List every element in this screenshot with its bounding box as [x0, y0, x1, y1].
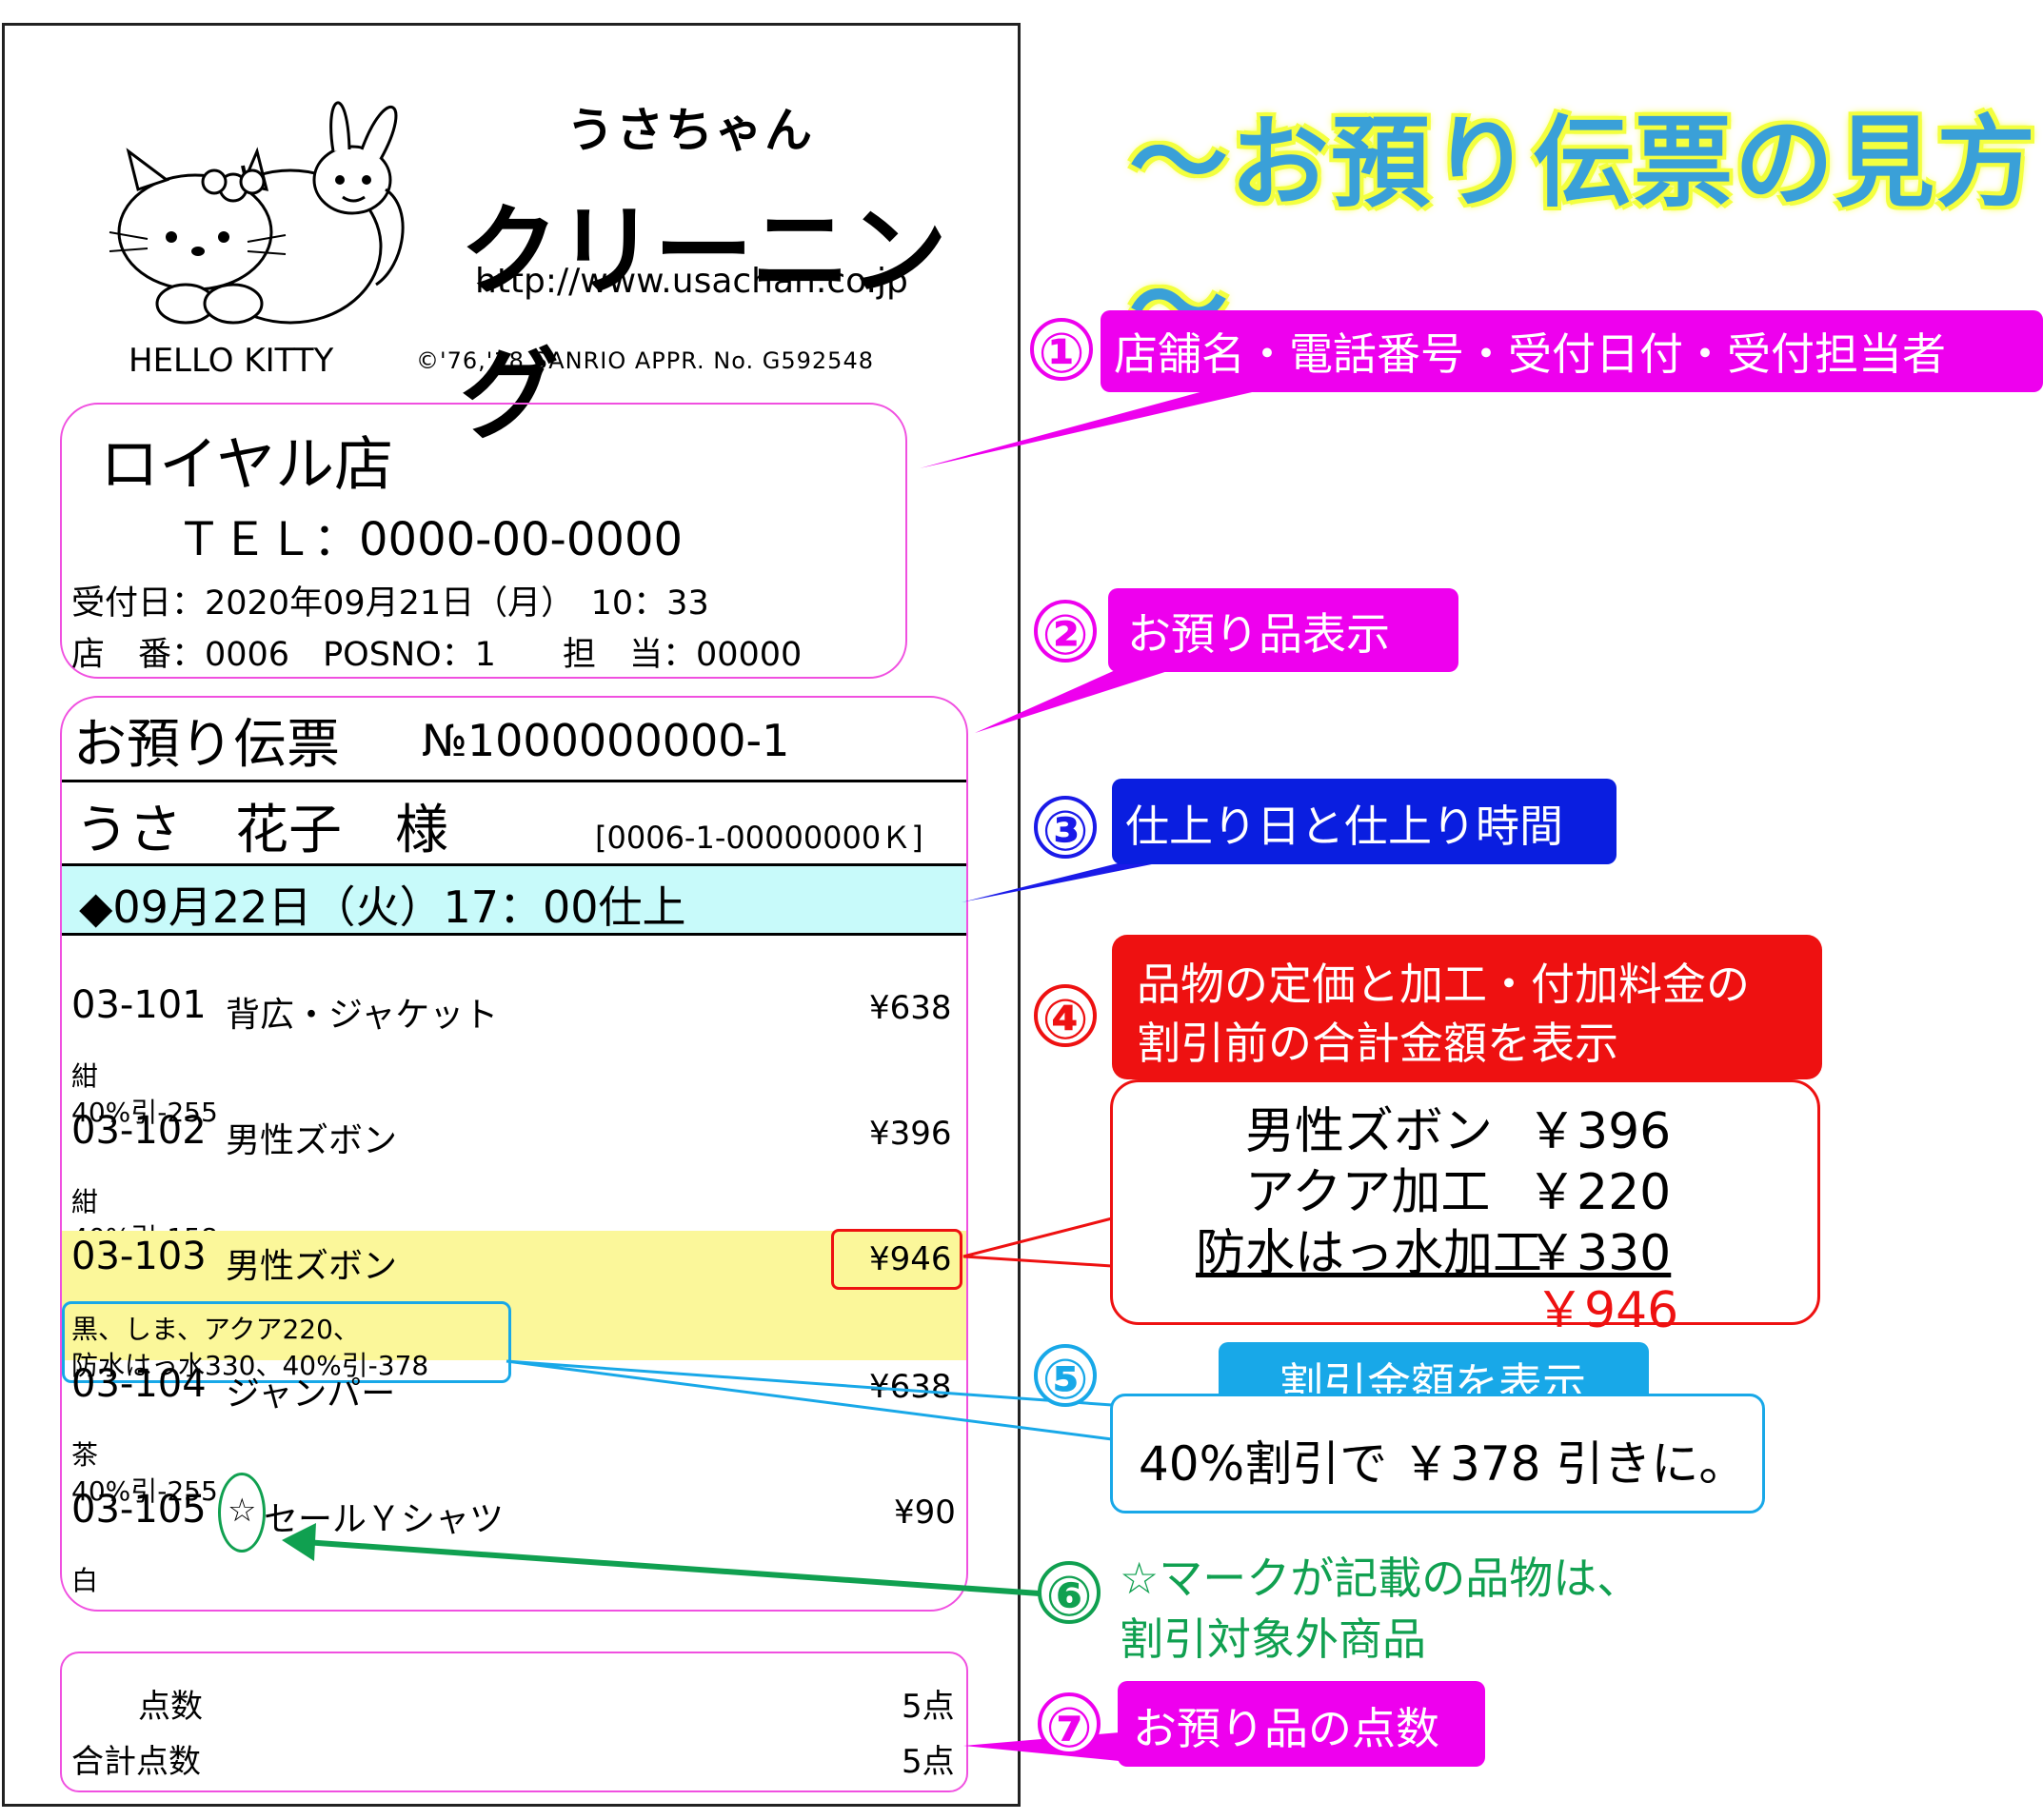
- finish-bar: [62, 866, 966, 933]
- store-date: 受付日：2020年09月21日（月） 10：33: [71, 584, 709, 623]
- item-code: 03-103: [71, 1235, 207, 1278]
- item-detail: 黒、しま、アクア220、: [71, 1314, 360, 1345]
- item-code: 03-101: [71, 983, 207, 1027]
- item-price: ¥638: [869, 1368, 952, 1406]
- number-4-icon: ④: [1034, 984, 1097, 1051]
- breakdown-total: ￥946: [1535, 1282, 1679, 1339]
- note-6-line1: ☆マークが記載の品物は、: [1120, 1553, 1641, 1604]
- item-code: 03-104: [71, 1362, 207, 1406]
- breakdown-label: 防水はっ水加工: [1196, 1225, 1543, 1282]
- item-detail: 40%引-255: [71, 1097, 218, 1128]
- slip-title: お預り伝票: [73, 714, 340, 776]
- note-4-line2: 割引前の合計金額を表示: [1137, 1018, 1618, 1069]
- number-6-icon: ⑥: [1038, 1561, 1101, 1628]
- breakdown-value: ￥330: [1527, 1225, 1672, 1282]
- price-highlight-box: [831, 1229, 962, 1290]
- price-breakdown-box: [1110, 1079, 1820, 1325]
- number-1-icon: ①: [1030, 318, 1093, 385]
- breakdown-value: ￥396: [1527, 1103, 1672, 1160]
- count-label: 点数: [138, 1688, 203, 1726]
- number-2-icon: ②: [1034, 600, 1097, 666]
- slip-number: №1000000000-1: [422, 715, 790, 766]
- brand-url: http://www.usachan.co.jp: [475, 262, 908, 301]
- note-7-label: お預り品の点数: [1118, 1681, 1485, 1767]
- note-4-header: [1112, 935, 1822, 1079]
- item-detail: 茶: [71, 1439, 99, 1471]
- guide-title: ～お預り伝票の見方～: [1129, 105, 2038, 365]
- item-highlight: [62, 1231, 966, 1360]
- item-detail: 防水はっ水330、40%引-378: [71, 1350, 429, 1381]
- divider: [62, 933, 966, 936]
- item-name: 男性ズボン: [226, 1247, 398, 1286]
- discount-detail-box: [1110, 1394, 1765, 1513]
- item-detail: 白: [71, 1565, 99, 1596]
- item-price: ¥396: [869, 1115, 952, 1153]
- item-name: 男性ズボン: [226, 1121, 398, 1160]
- note-4-line1: 品物の定価と加工・付加料金の: [1137, 959, 1750, 1010]
- discount-highlight-box: [62, 1301, 511, 1383]
- store-name: ロイヤル店: [100, 429, 394, 499]
- count-value: 5点: [902, 1688, 955, 1726]
- customer-code: [0006-1-00000000Ｋ]: [595, 820, 923, 856]
- number-5-icon: ⑤: [1034, 1344, 1097, 1411]
- store-tel: ＴＥＬ：0000-00-0000: [176, 513, 684, 566]
- receipt: うさちゃん クリーニング http://www.usachan.co.jp HE…: [2, 23, 1021, 1807]
- item-detail: 紺: [71, 1060, 99, 1092]
- note-3-label: 仕上り日と仕上り時間: [1112, 779, 1617, 864]
- totals-box: [60, 1652, 968, 1792]
- slip-box: [60, 696, 968, 1612]
- number-7-icon: ⑦: [1038, 1692, 1101, 1759]
- breakdown-value: ￥220: [1527, 1164, 1672, 1221]
- store-info: 店 番：0006 POSNO：1 担 当：00000: [71, 636, 803, 674]
- brand-top: うさちゃん: [566, 103, 814, 158]
- note-2-label: お預り品表示: [1108, 588, 1458, 672]
- brand-copyright: ©'76,'18 SANRIO APPR. No. G592548: [416, 347, 874, 374]
- breakdown-label: アクア加工: [1245, 1164, 1491, 1221]
- item-price: ¥638: [869, 989, 952, 1027]
- divider: [62, 780, 966, 782]
- item-code: 03-102: [71, 1109, 207, 1153]
- item-price: ¥946: [869, 1240, 952, 1278]
- item-name: ジャンパー: [226, 1375, 396, 1414]
- item-code: 03-105: [71, 1488, 207, 1532]
- breakdown-label: 男性ズボン: [1245, 1103, 1494, 1160]
- note-1-label: 店舗名・電話番号・受付日付・受付担当者: [1101, 310, 2043, 392]
- item-detail: 紺: [71, 1186, 99, 1217]
- divider: [62, 863, 966, 866]
- total-label: 合計点数: [71, 1743, 201, 1781]
- discount-detail: 40%割引で ￥378 引きに。: [1139, 1436, 1747, 1492]
- star-circle: [218, 1473, 266, 1553]
- customer-name: うさ 花子 様: [75, 800, 448, 861]
- total-value: 5点: [902, 1743, 955, 1781]
- item-price: ¥90: [894, 1494, 956, 1532]
- store-box: [60, 403, 907, 679]
- item-name: 背広・ジャケット: [226, 996, 499, 1035]
- brand-kitty: HELLO KITTY: [129, 342, 334, 380]
- finish-date: ◆09月22日（火）17：00仕上: [79, 881, 686, 933]
- number-3-icon: ③: [1034, 796, 1097, 862]
- hello-kitty-rabbit-logo: [109, 101, 405, 325]
- item-detail: 40%引-255: [71, 1475, 218, 1507]
- star-icon: ☆: [228, 1492, 257, 1530]
- brand-main: クリーニング: [460, 193, 947, 453]
- note-6-line2: 割引対象外商品: [1120, 1613, 1426, 1665]
